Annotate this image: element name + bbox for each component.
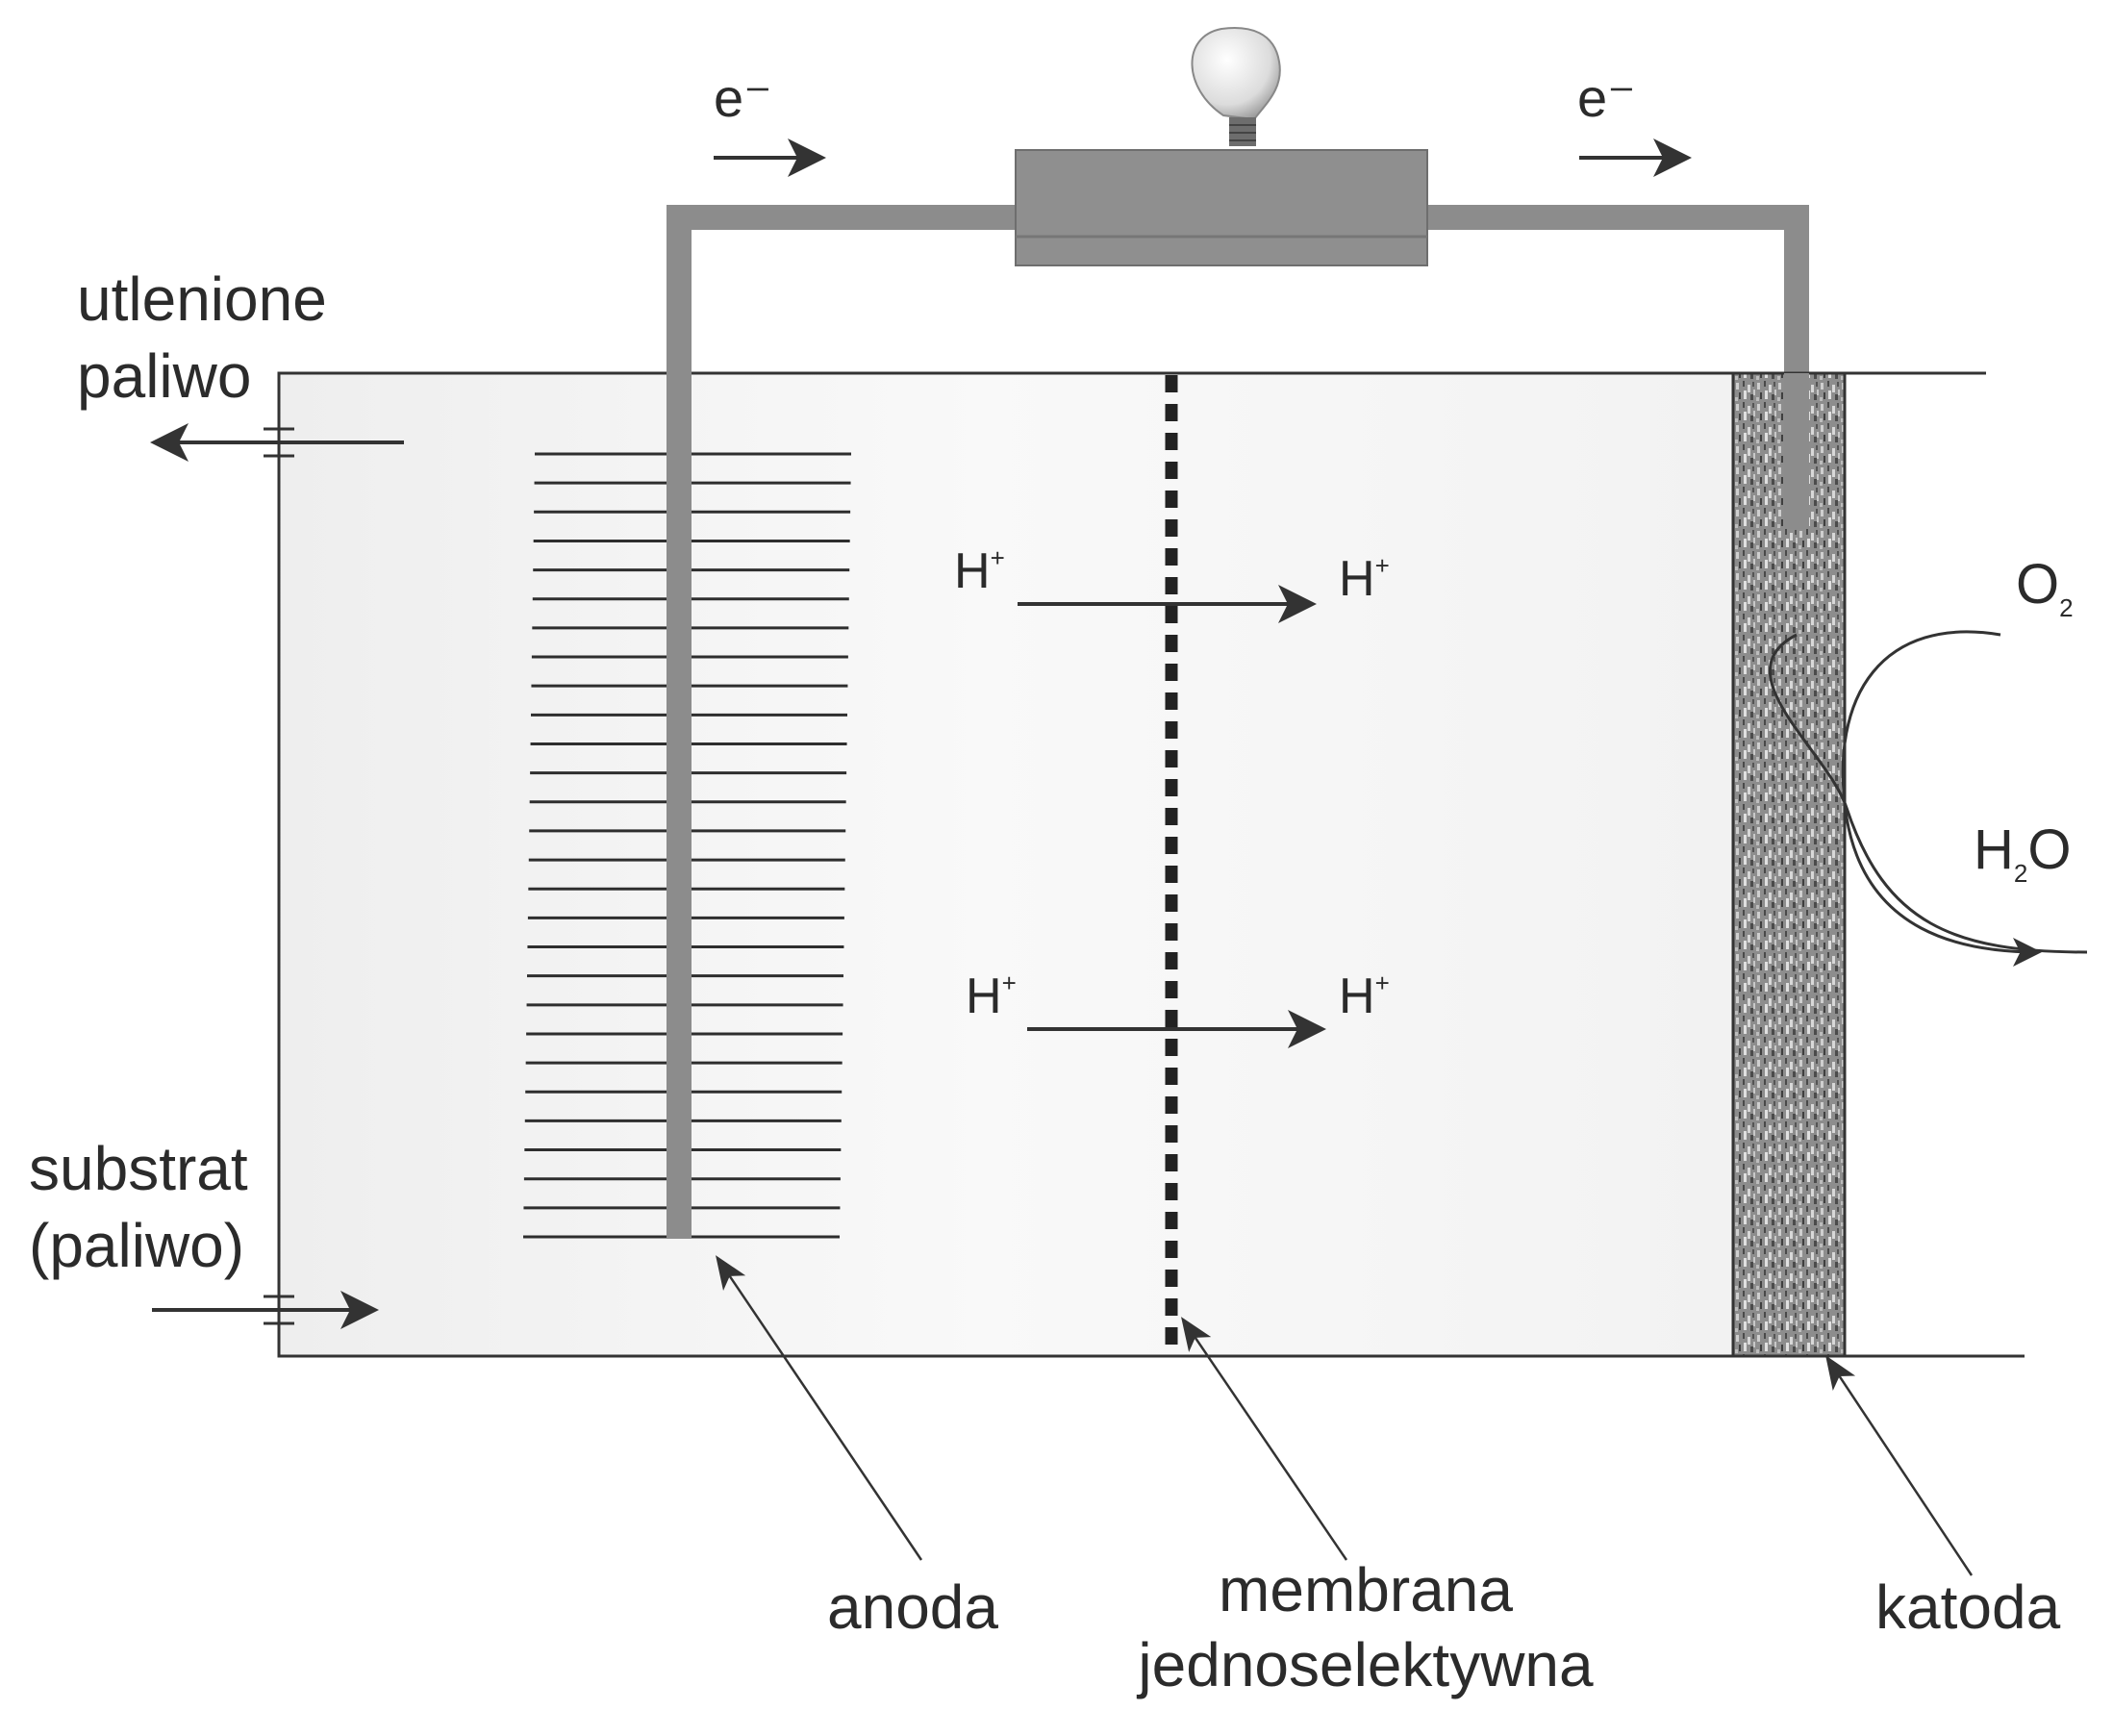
proton-label-bottom-right: H+ — [1339, 969, 1390, 1024]
substrate-label-line1: substrat — [29, 1134, 248, 1203]
oxygen-curve — [1841, 630, 2042, 967]
electron-label-left: e⁻ — [714, 67, 772, 128]
cathode-wire-end — [1784, 373, 1809, 529]
load-box — [1015, 149, 1428, 266]
electron-label-right: e⁻ — [1577, 67, 1636, 128]
membrane-leader — [1181, 1317, 1348, 1561]
anode-leader — [716, 1255, 923, 1561]
water-label: H2O — [1974, 818, 2072, 889]
cathode-label: katoda — [1875, 1572, 2061, 1642]
cathode-leader — [1825, 1355, 1974, 1576]
proton-label-top-right: H+ — [1339, 551, 1390, 607]
proton-label-top-left: H+ — [954, 543, 1005, 599]
membrane-label-line2: jednoselektywna — [1138, 1630, 1594, 1699]
light-bulb-icon — [1191, 27, 1281, 146]
oxidized-fuel-label-line1: utlenione — [77, 264, 327, 334]
anode-label: anoda — [827, 1572, 998, 1642]
oxidized-fuel-label-line2: paliwo — [77, 341, 252, 411]
substrate-label-line2: (paliwo) — [29, 1211, 245, 1280]
cathode-plate — [1731, 371, 1847, 1358]
anode-rod — [667, 373, 692, 1239]
proton-label-bottom-left: H+ — [966, 969, 1017, 1024]
membrane-label-line1: membrana — [1219, 1555, 1513, 1624]
oxygen-label: O2 — [2016, 553, 2074, 623]
cell-chamber — [277, 371, 1847, 1358]
